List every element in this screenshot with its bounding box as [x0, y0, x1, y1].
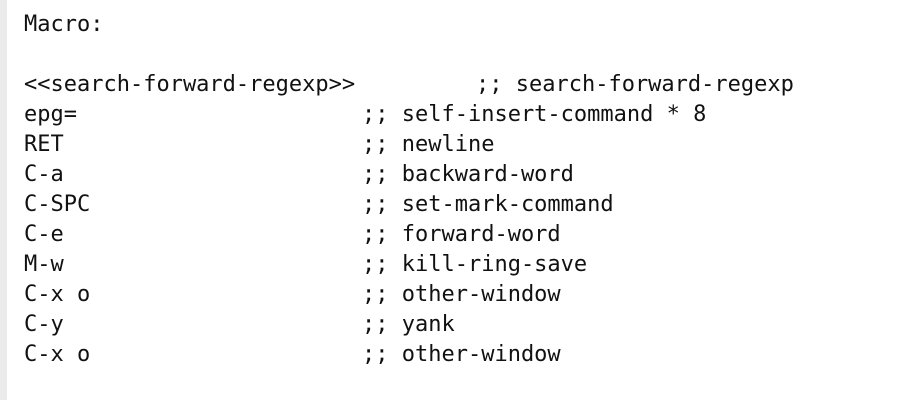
macro-key: M-w — [24, 252, 64, 277]
macro-row: <<search-forward-regexp>> ;; search-forwa… — [24, 70, 794, 100]
macro-comment: ;; yank — [362, 312, 455, 337]
macro-comment: ;; set-mark-command — [362, 192, 614, 217]
macro-comment: ;; backward-word — [362, 162, 574, 187]
macro-row: M-w ;; kill-ring-save — [24, 250, 794, 280]
macro-key: C-e — [24, 222, 64, 247]
macro-key: C-y — [24, 312, 64, 337]
macro-key: RET — [24, 132, 64, 157]
macro-key: epg= — [24, 102, 77, 127]
macro-row: C-e ;; forward-word — [24, 220, 794, 250]
macro-comment: ;; forward-word — [362, 222, 561, 247]
macro-row: C-y ;; yank — [24, 310, 794, 340]
left-gutter — [0, 0, 7, 400]
macro-row: C-x o ;; other-window — [24, 340, 794, 370]
macro-comment: ;; newline — [362, 132, 495, 157]
macro-row: RET ;; newline — [24, 130, 794, 160]
macro-row: C-SPC ;; set-mark-command — [24, 190, 794, 220]
macro-header: Macro: — [24, 12, 104, 37]
macro-comment: ;; search-forward-regexp — [476, 72, 794, 97]
macro-listing: Macro: <<search-forward-regexp>> ;; searc… — [24, 10, 794, 370]
macro-row: C-a ;; backward-word — [24, 160, 794, 190]
macro-comment: ;; kill-ring-save — [362, 252, 588, 277]
macro-key: C-SPC — [24, 192, 91, 217]
macro-key: C-a — [24, 162, 64, 187]
blank-line — [24, 40, 794, 70]
macro-row: C-x o ;; other-window — [24, 280, 794, 310]
macro-key: C-x o — [24, 342, 91, 367]
macro-comment: ;; other-window — [362, 342, 561, 367]
macro-key: C-x o — [24, 282, 91, 307]
macro-comment: ;; other-window — [362, 282, 561, 307]
macro-comment: ;; self-insert-command * 8 — [362, 102, 707, 127]
macro-row: epg= ;; self-insert-command * 8 — [24, 100, 794, 130]
macro-key: <<search-forward-regexp>> — [24, 72, 356, 97]
